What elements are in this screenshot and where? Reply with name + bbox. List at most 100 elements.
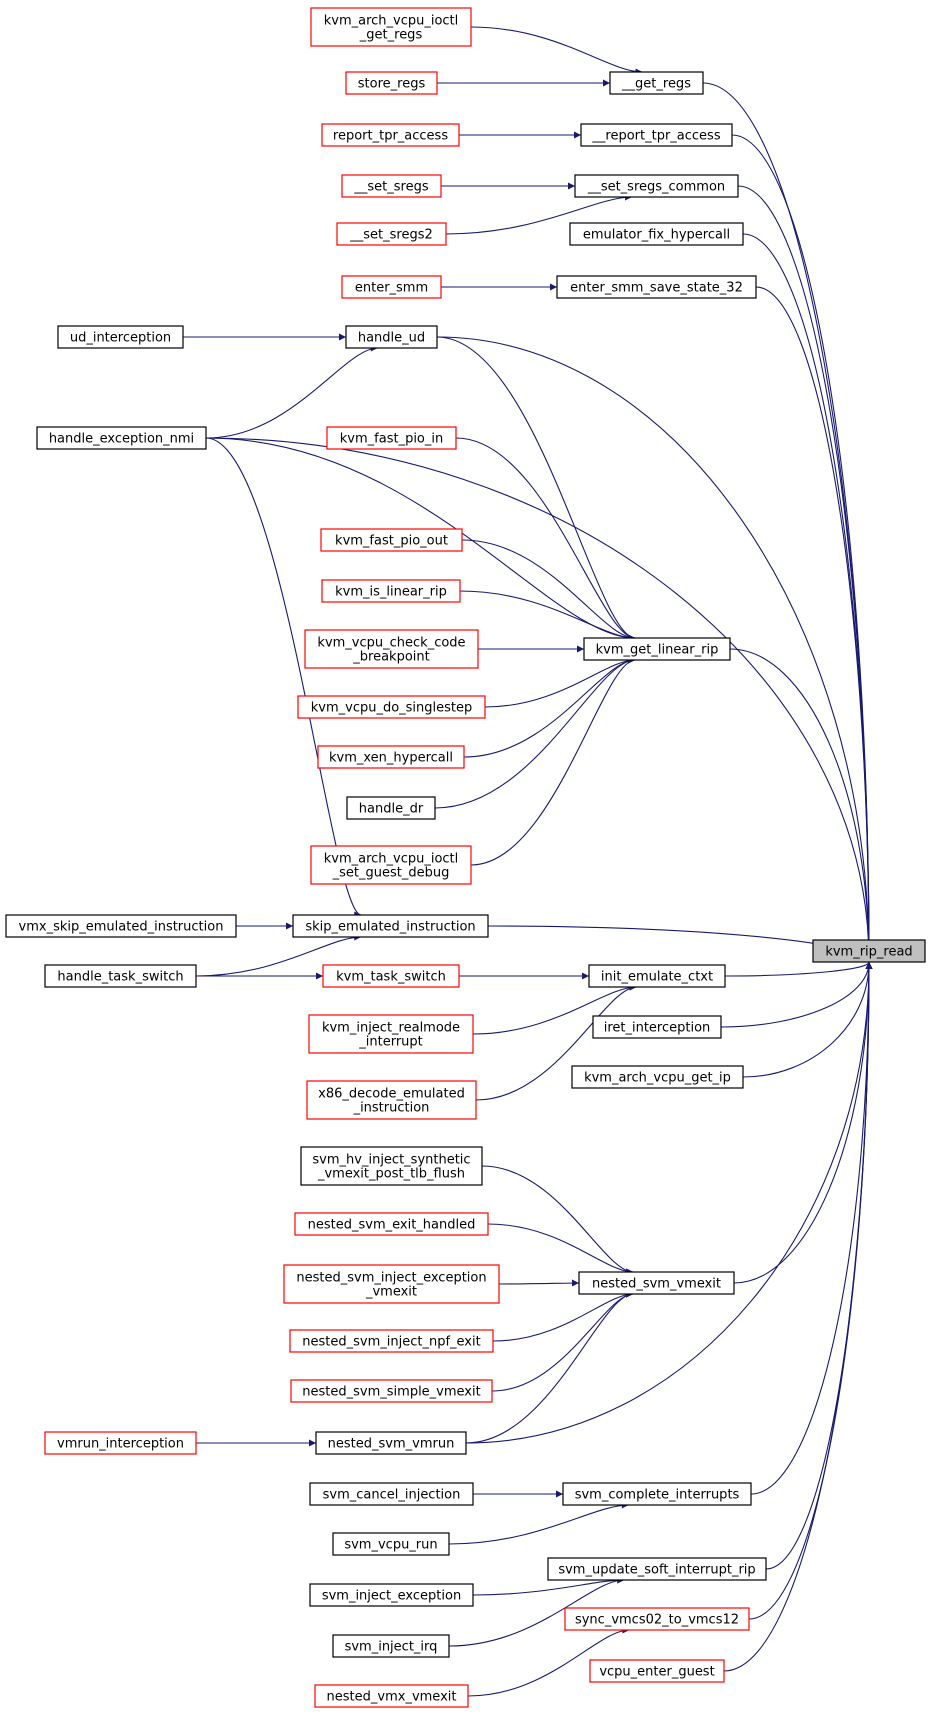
- node-kvm-is-linear-rip[interactable]: kvm_is_linear_rip: [321, 579, 461, 603]
- node-svm-update-soft-interrupt-rip[interactable]: svm_update_soft_interrupt_rip: [547, 1557, 767, 1581]
- node-label: kvm_rip_read: [825, 945, 912, 960]
- node-nested-svm-inject-exception-vmexit[interactable]: nested_svm_inject_exception_vmexit: [283, 1264, 500, 1304]
- node-kvm-vcpu-do-singlestep[interactable]: kvm_vcpu_do_singlestep: [297, 695, 486, 719]
- node-iret-interception[interactable]: iret_interception: [592, 1015, 722, 1039]
- node-box: [320, 528, 463, 552]
- node-box: [283, 1264, 500, 1304]
- edge-path: [461, 539, 636, 642]
- node-nested-svm-simple-vmexit[interactable]: nested_svm_simple_vmexit: [290, 1379, 493, 1403]
- node-label: handle_dr: [359, 802, 424, 817]
- node-sync-vmcs02-to-vmcs12[interactable]: sync_vmcs02_to_vmcs12: [564, 1607, 750, 1631]
- node-handle-ud[interactable]: handle_ud: [345, 325, 438, 349]
- edge-svm-inject-exception-to-svm-update-soft-interrupt-rip: [472, 1576, 625, 1596]
- node-box: [564, 1607, 750, 1631]
- node-handle-exception-nmi[interactable]: handle_exception_nmi: [36, 426, 207, 450]
- edge-path: [475, 983, 637, 1101]
- node-svm-inject-irq[interactable]: svm_inject_irq: [332, 1634, 450, 1658]
- node-vcpu-enter-guest[interactable]: vcpu_enter_guest: [589, 1659, 725, 1683]
- node-label: kvm_task_switch: [336, 970, 446, 985]
- node-box: [589, 1659, 725, 1683]
- node-report-tpr-access[interactable]: __report_tpr_access: [580, 123, 733, 147]
- node-nested-svm-inject-npf-exit[interactable]: nested_svm_inject_npf_exit: [289, 1329, 494, 1353]
- node-ud-interception[interactable]: ud_interception: [57, 325, 184, 349]
- node-box: [290, 1379, 493, 1403]
- node-svm-inject-exception[interactable]: svm_inject_exception: [309, 1583, 474, 1607]
- node-kvm-inject-realmode-interrupt[interactable]: kvm_inject_realmode_interrupt: [308, 1014, 474, 1054]
- edge-path: [463, 656, 636, 758]
- edge-svm-hv-inject-synthetic-vmexit-post-tlb-flush-to-nested-svm-vmexit: [481, 1165, 634, 1276]
- node-box: [547, 1557, 767, 1581]
- node-get-regs[interactable]: __get_regs: [609, 71, 704, 95]
- node-nested-svm-exit-handled[interactable]: nested_svm_exit_handled: [294, 1212, 489, 1236]
- edge-path: [750, 961, 873, 1495]
- node-label: handle_ud: [358, 331, 425, 346]
- node-store-regs[interactable]: store_regs: [345, 71, 438, 95]
- node-label: kvm_vcpu_check_code: [317, 636, 465, 651]
- edge-path: [733, 961, 873, 1284]
- node-emulator-fix-hypercall[interactable]: emulator_fix_hypercall: [569, 222, 744, 246]
- edge-path: [470, 26, 643, 76]
- node-vmx-skip-emulated-instruction[interactable]: vmx_skip_emulated_instruction: [5, 914, 237, 938]
- node-kvm-fast-pio-in[interactable]: kvm_fast_pio_in: [326, 426, 457, 450]
- edges-layer: [182, 26, 873, 1697]
- node-svm-vcpu-run[interactable]: svm_vcpu_run: [332, 1532, 450, 1556]
- node-label: enter_smm_save_state_32: [570, 281, 743, 296]
- node-label: vmrun_interception: [57, 1437, 184, 1452]
- node-nested-vmx-vmexit[interactable]: nested_vmx_vmexit: [314, 1684, 469, 1708]
- edge-path: [498, 1279, 580, 1287]
- node-box: [336, 222, 447, 246]
- node-kvm-arch-vcpu-ioctl-set-guest-debug[interactable]: kvm_arch_vcpu_ioctl_set_guest_debug: [310, 845, 472, 885]
- node-label: kvm_arch_vcpu_ioctl: [324, 14, 459, 29]
- edge-kvm-inject-realmode-interrupt-to-init-emulate-ctxt: [472, 983, 637, 1035]
- node-init-emulate-ctxt[interactable]: init_emulate_ctxt: [588, 964, 726, 988]
- edge-path: [720, 961, 873, 1028]
- node-x86-decode-emulated-instruction[interactable]: x86_decode_emulated_instruction: [306, 1080, 477, 1120]
- node-enter-smm-save-state-32[interactable]: enter_smm_save_state_32: [556, 275, 757, 299]
- node-kvm-get-linear-rip[interactable]: kvm_get_linear_rip: [583, 637, 731, 661]
- node-label: _vmexit_post_tlb_flush: [317, 1167, 465, 1182]
- node-kvm-arch-vcpu-get-ip[interactable]: kvm_arch_vcpu_get_ip: [571, 1065, 744, 1089]
- edge-path: [465, 1290, 634, 1444]
- node-box: [292, 914, 489, 938]
- edge-skip-emulated-instruction-to-kvm-rip-read: [487, 925, 873, 963]
- edge-iret-interception-to-kvm-rip-read: [720, 961, 873, 1028]
- node-box: [289, 1329, 494, 1353]
- node-svm-complete-interrupts[interactable]: svm_complete_interrupts: [562, 1482, 752, 1506]
- node-box: [297, 695, 486, 719]
- node-kvm-arch-vcpu-ioctl-get-regs[interactable]: kvm_arch_vcpu_ioctl_get_regs: [310, 7, 472, 47]
- edge-path: [434, 656, 636, 809]
- node-label: vmx_skip_emulated_instruction: [19, 920, 224, 935]
- edge-kvm-is-linear-rip-to-kvm-get-linear-rip: [459, 590, 636, 642]
- node-box: [5, 914, 237, 938]
- node-box: [332, 1532, 450, 1556]
- node-svm-hv-inject-synthetic-vmexit-post-tlb-flush[interactable]: svm_hv_inject_synthetic_vmexit_post_tlb_…: [300, 1146, 483, 1186]
- node-kvm-rip-read[interactable]: kvm_rip_read: [812, 939, 926, 963]
- edge-path: [765, 961, 873, 1570]
- node-label: nested_svm_vmrun: [328, 1437, 455, 1452]
- edge-kvm-get-linear-rip-to-kvm-rip-read: [729, 648, 873, 963]
- node-svm-cancel-injection[interactable]: svm_cancel_injection: [309, 1482, 474, 1506]
- node-label: _breakpoint: [352, 650, 429, 665]
- node-nested-svm-vmexit[interactable]: nested_svm_vmexit: [578, 1271, 735, 1295]
- node-handle-task-switch[interactable]: handle_task_switch: [44, 964, 197, 988]
- edge-path: [481, 1165, 634, 1276]
- node-kvm-fast-pio-out[interactable]: kvm_fast_pio_out: [320, 528, 463, 552]
- edge-path: [205, 437, 362, 919]
- node-enter-smm[interactable]: enter_smm: [341, 275, 442, 299]
- edge-nested-svm-inject-npf-exit-to-nested-svm-vmexit: [492, 1290, 634, 1342]
- node-nested-svm-vmrun[interactable]: nested_svm_vmrun: [315, 1431, 467, 1455]
- node-report-tpr-access[interactable]: report_tpr_access: [321, 123, 460, 147]
- node-set-sregs2[interactable]: __set_sregs2: [336, 222, 447, 246]
- node-box: [310, 7, 472, 47]
- node-label: svm_inject_exception: [322, 1589, 461, 1604]
- node-kvm-vcpu-check-code-breakpoint[interactable]: kvm_vcpu_check_code_breakpoint: [304, 629, 479, 669]
- node-kvm-task-switch[interactable]: kvm_task_switch: [322, 964, 460, 988]
- node-set-sregs-common[interactable]: __set_sregs_common: [574, 174, 739, 198]
- node-handle-dr[interactable]: handle_dr: [346, 796, 436, 820]
- node-set-sregs[interactable]: __set_sregs: [341, 174, 442, 198]
- edge-kvm-fast-pio-in-to-kvm-get-linear-rip: [455, 437, 636, 642]
- node-kvm-xen-hypercall[interactable]: kvm_xen_hypercall: [317, 745, 465, 769]
- node-box: [345, 325, 438, 349]
- node-skip-emulated-instruction[interactable]: skip_emulated_instruction: [292, 914, 489, 938]
- node-vmrun-interception[interactable]: vmrun_interception: [44, 1431, 197, 1455]
